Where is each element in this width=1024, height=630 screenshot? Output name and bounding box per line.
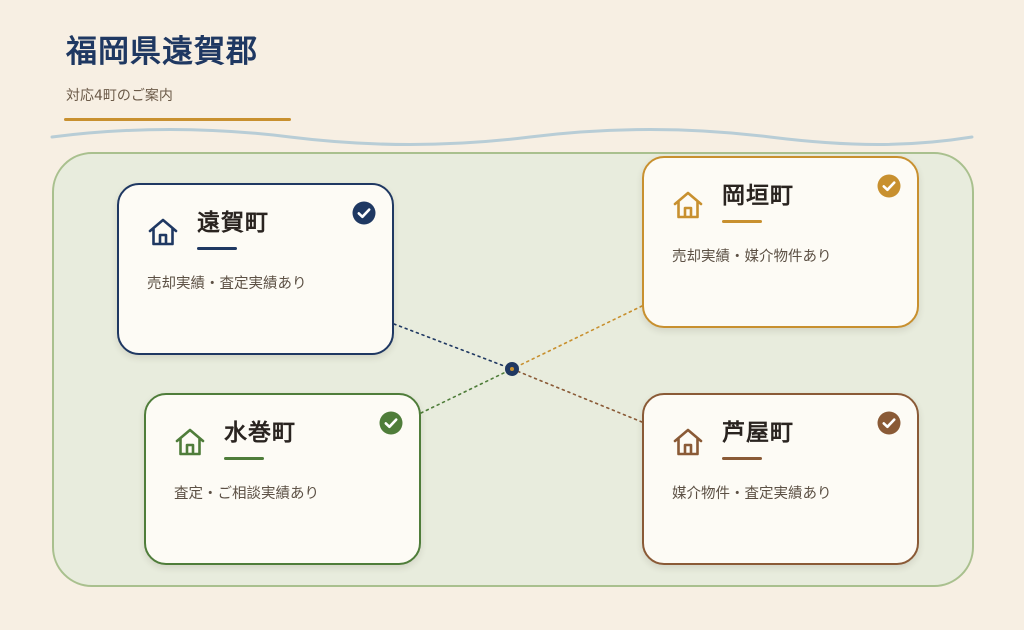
town-name-underline — [197, 247, 237, 250]
town-name: 遠賀町 — [197, 209, 269, 236]
town-description: 売却実績・査定実績あり — [147, 276, 307, 292]
town-name-underline — [722, 220, 762, 223]
town-description: 査定・ご相談実績あり — [174, 486, 319, 502]
check-circle-icon — [877, 411, 901, 435]
hub-dot-center — [510, 367, 514, 371]
connector-totsuka — [393, 323, 513, 370]
town-name: 芦屋町 — [722, 419, 794, 446]
title-underline — [64, 118, 291, 121]
town-card-mizumaki[interactable]: 水巻町 査定・ご相談実績あり — [144, 393, 421, 565]
house-icon — [173, 425, 207, 459]
town-description: 売却実績・媒介物件あり — [672, 249, 832, 265]
town-card-onga[interactable]: 遠賀町 売却実績・査定実績あり — [117, 183, 394, 355]
town-card-okagaki[interactable]: 岡垣町 売却実績・媒介物件あり — [642, 156, 919, 328]
house-icon — [671, 188, 705, 222]
town-description: 媒介物件・査定実績あり — [672, 486, 832, 502]
page-title: 福岡県遠賀郡 — [66, 34, 258, 70]
wave-divider — [50, 128, 974, 146]
house-icon — [671, 425, 705, 459]
check-circle-icon — [877, 174, 901, 198]
town-name-underline — [224, 457, 264, 460]
town-card-ashiya[interactable]: 芦屋町 媒介物件・査定実績あり — [642, 393, 919, 565]
connector-ashiya — [511, 368, 643, 423]
wave-line — [50, 128, 974, 146]
page-subtitle: 対応4町のご案内 — [66, 88, 173, 104]
connector-mizumaki — [420, 368, 513, 414]
check-circle-icon — [352, 201, 376, 225]
town-name: 水巻町 — [224, 419, 296, 446]
house-icon — [146, 215, 180, 249]
town-name-underline — [722, 457, 762, 460]
connector-okagaki — [511, 305, 643, 370]
town-name: 岡垣町 — [722, 182, 794, 209]
check-circle-icon — [379, 411, 403, 435]
